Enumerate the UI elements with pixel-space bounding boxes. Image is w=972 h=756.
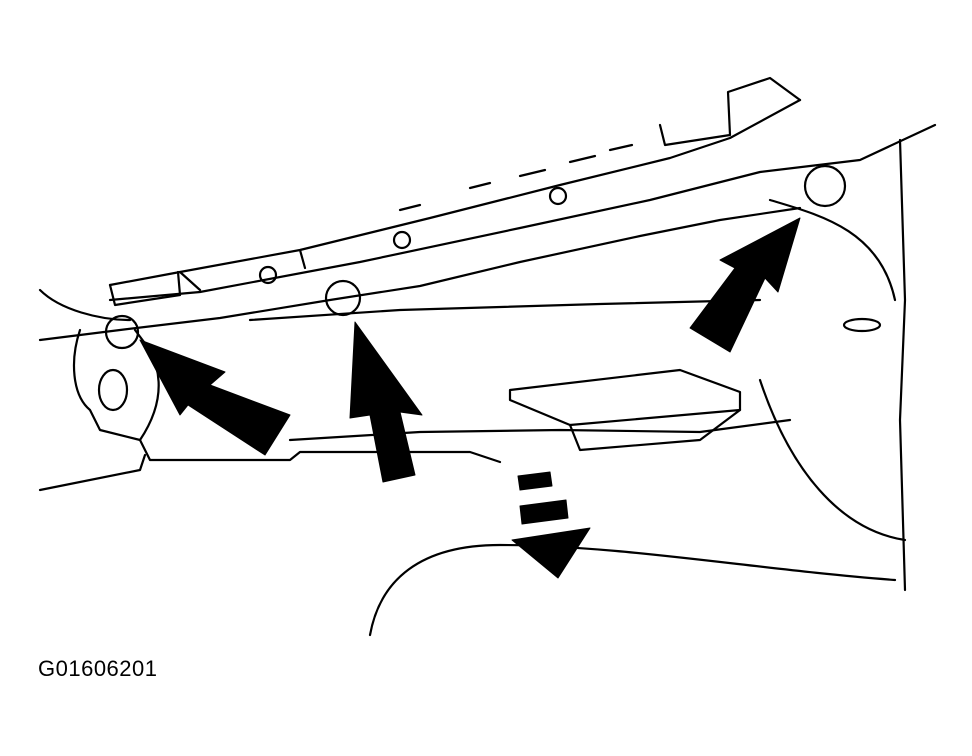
fastener-hole-left — [104, 314, 140, 350]
upper-rail-top-edge — [108, 98, 802, 287]
rail-boss-3 — [548, 186, 568, 206]
left-curve — [38, 288, 132, 322]
fastener-hole-center — [324, 279, 362, 317]
lower-bumper-line — [138, 438, 502, 464]
removal-arrow-head — [511, 527, 591, 579]
left-bracket-hole — [97, 368, 129, 412]
removal-direction-arrow — [511, 471, 591, 579]
rail-boss-1 — [258, 265, 278, 285]
removal-arrow-dash-1 — [517, 471, 553, 491]
fastener-hole-right — [803, 164, 847, 208]
left-fastener-arrow — [139, 339, 291, 456]
rail-step-blocks — [108, 76, 802, 307]
removal-arrow-dash-2 — [519, 499, 569, 525]
right-fastener-arrow — [689, 217, 801, 353]
right-slot — [842, 317, 882, 333]
figure-code: G01606201 — [38, 656, 158, 681]
upper-rail-lower-edge — [108, 123, 937, 302]
mid-panel-upper-line — [248, 298, 762, 322]
left-edge-line — [38, 453, 147, 492]
center-box — [508, 368, 742, 427]
rail-inner-line — [38, 206, 802, 342]
lower-arc — [368, 543, 897, 637]
center-box-front — [568, 408, 742, 452]
center-fastener-arrow — [349, 321, 423, 483]
rail-slots — [398, 143, 634, 212]
floor-lower-curve — [758, 378, 907, 542]
body-right-edge — [898, 138, 907, 592]
body-right-curve — [768, 198, 897, 302]
rail-boss-2 — [392, 230, 412, 250]
